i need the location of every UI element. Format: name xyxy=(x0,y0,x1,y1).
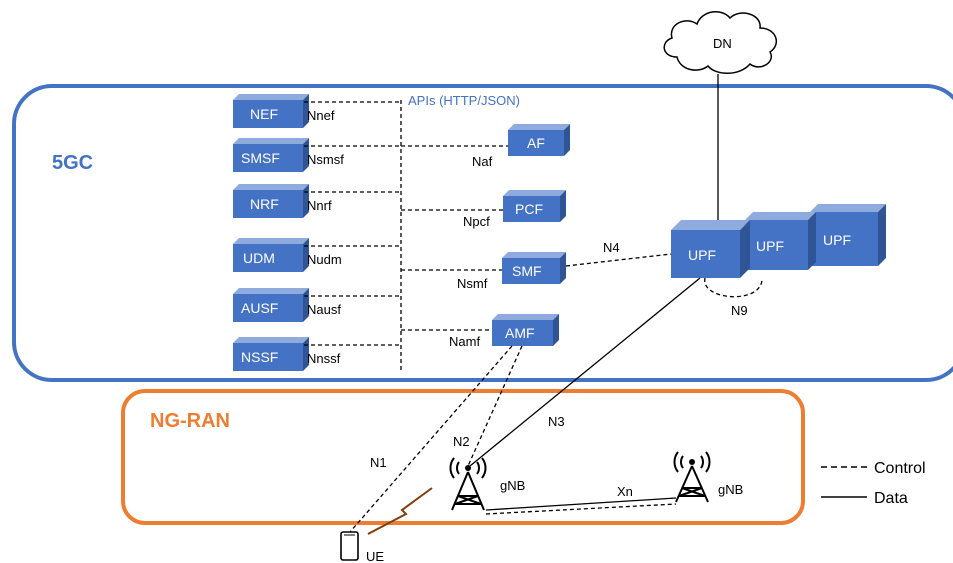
svg-text:NSSF: NSSF xyxy=(241,349,278,365)
xn-data-link xyxy=(485,497,677,511)
nf-smsf: SMSF xyxy=(233,138,309,172)
svg-text:Namf: Namf xyxy=(449,334,480,349)
nf-amf: AMF xyxy=(492,314,559,346)
legend: Control Data xyxy=(821,460,926,507)
n4-link xyxy=(565,253,672,267)
ran-title: NG-RAN xyxy=(150,410,230,432)
nf-ausf: AUSF xyxy=(233,288,309,322)
nf-left-group: NEF Nnef SMSF Nsmsf NRF Nnrf UDM xyxy=(233,94,401,371)
svg-text:Nnssf: Nnssf xyxy=(307,351,341,366)
svg-text:SMF: SMF xyxy=(512,263,542,279)
gnb-tower-2: gNB xyxy=(673,451,743,503)
n1-link xyxy=(349,345,513,533)
svg-text:NEF: NEF xyxy=(250,106,278,122)
svg-text:N2: N2 xyxy=(453,434,470,449)
svg-text:Naf: Naf xyxy=(472,154,493,169)
gnb-tower-1: gNB xyxy=(449,457,525,511)
svg-text:Nsmsf: Nsmsf xyxy=(307,152,344,167)
svg-text:N4: N4 xyxy=(603,240,620,255)
svg-text:N3: N3 xyxy=(548,414,565,429)
svg-text:UE: UE xyxy=(366,549,384,563)
nf-nef: NEF xyxy=(233,94,309,128)
dn-cloud: DN xyxy=(663,11,778,74)
nf-right-group: Naf AF Npcf PCF Nsmf SMF Namf xyxy=(401,124,570,349)
svg-text:AF: AF xyxy=(527,135,545,151)
ue-device: UE xyxy=(340,531,384,563)
svg-text:AUSF: AUSF xyxy=(241,300,278,316)
dn-label: DN xyxy=(713,36,732,51)
svg-text:UPF: UPF xyxy=(756,238,784,254)
svg-text:Nsmf: Nsmf xyxy=(457,276,488,291)
svg-text:Npcf: Npcf xyxy=(463,214,490,229)
svg-text:UPF: UPF xyxy=(688,247,716,263)
svg-text:Nnrf: Nnrf xyxy=(307,198,332,213)
svg-text:Nudm: Nudm xyxy=(307,252,342,267)
core-title: 5GC xyxy=(52,152,93,174)
nf-pcf: PCF xyxy=(503,190,566,222)
upf-1: UPF xyxy=(671,220,750,278)
ran-region xyxy=(121,389,805,525)
svg-text:AMF: AMF xyxy=(505,325,535,341)
legend-data-label: Data xyxy=(874,490,908,507)
svg-text:UDM: UDM xyxy=(243,250,275,266)
nf-udm: UDM xyxy=(233,238,309,272)
svg-text:SMSF: SMSF xyxy=(241,150,280,166)
svg-text:gNB: gNB xyxy=(718,482,743,497)
xn-control-link xyxy=(485,503,677,515)
svg-text:Nnef: Nnef xyxy=(307,108,335,123)
svg-text:NRF: NRF xyxy=(250,196,279,212)
svg-text:Xn: Xn xyxy=(617,484,633,499)
api-label: APIs (HTTP/JSON) xyxy=(408,93,520,108)
svg-text:N9: N9 xyxy=(731,303,748,318)
svg-text:PCF: PCF xyxy=(515,201,543,217)
nf-smf: SMF xyxy=(502,252,566,284)
svg-text:gNB: gNB xyxy=(500,478,525,493)
nf-af: AF xyxy=(508,124,570,156)
nf-nrf: NRF xyxy=(233,184,309,218)
upf-group: UPF UPF UPF xyxy=(671,204,886,278)
radio-link xyxy=(367,487,433,535)
core-region xyxy=(12,84,953,382)
upf-3: UPF xyxy=(810,204,886,266)
svg-text:UPF: UPF xyxy=(823,232,851,248)
svg-text:N1: N1 xyxy=(370,455,387,470)
n3-link xyxy=(469,277,701,467)
upf-2: UPF xyxy=(745,212,816,270)
nf-nssf: NSSF xyxy=(233,337,309,371)
n2-link xyxy=(467,345,523,467)
legend-control-label: Control xyxy=(874,460,926,477)
n9-loop xyxy=(704,277,763,298)
svg-text:Nausf: Nausf xyxy=(307,302,341,317)
